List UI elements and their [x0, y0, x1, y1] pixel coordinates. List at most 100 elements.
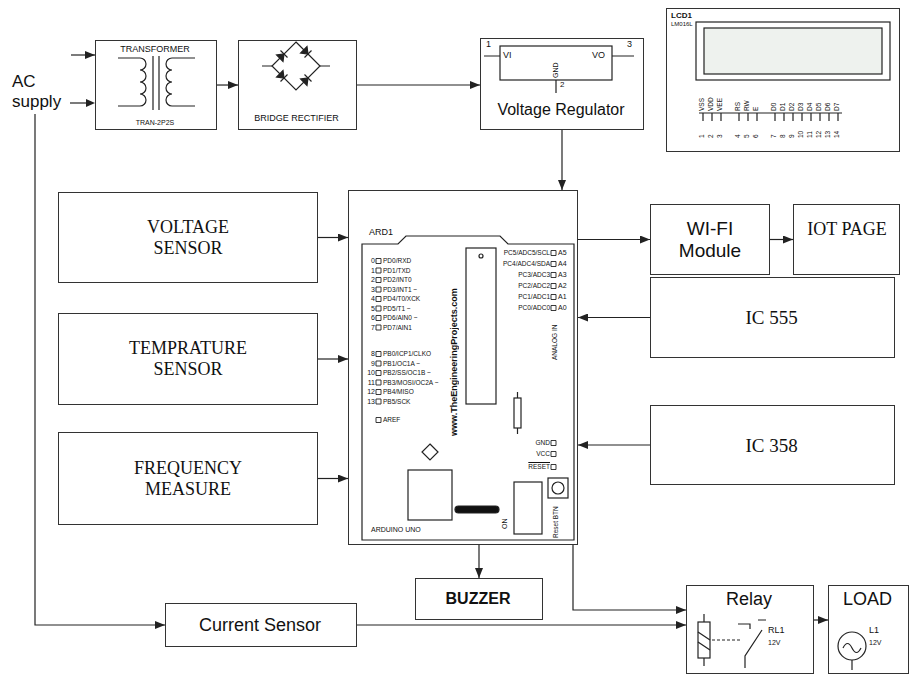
crystal-leads	[517, 392, 518, 434]
signal-arrow	[578, 239, 650, 240]
diode-symbol	[277, 71, 284, 78]
pin-label: 2	[708, 123, 715, 138]
pin-label: GND	[552, 60, 559, 78]
pin-label: 4	[735, 123, 742, 138]
pin-label: PD0/RXD	[383, 257, 411, 264]
pin-label: 7	[371, 324, 375, 332]
pin-label: 7	[771, 123, 778, 138]
box-title: ARD1	[369, 227, 409, 237]
pin-label: VI	[503, 51, 512, 61]
microcontroller-chip	[466, 248, 496, 404]
rectifier-box: BRIDGE RECTIFIER	[238, 40, 357, 130]
pin-label: A4	[558, 260, 567, 268]
pin-label: 1	[699, 123, 706, 138]
pin-label: RW	[744, 84, 751, 111]
pin-label: 2	[371, 276, 375, 284]
diode-symbol	[301, 47, 308, 54]
transformer-box: TRANSFORMERTRAN-2P2S	[95, 40, 217, 130]
transformer-core	[153, 56, 159, 110]
pin-label: 5	[371, 305, 375, 313]
pin-label: PC4/ADC4/SDA	[503, 260, 550, 267]
usb-port	[408, 470, 452, 520]
relay-coil	[698, 622, 710, 658]
pin-label: 10	[798, 123, 805, 138]
pin-label: VCC	[536, 450, 550, 457]
pin-label: ON	[501, 515, 508, 529]
pin-label: PB2/SS/OC1B ~	[383, 369, 431, 376]
signal-arrow	[770, 239, 793, 240]
regulator-symbol	[500, 46, 612, 80]
reset-button-cap	[552, 482, 564, 494]
bridge-diamond	[272, 42, 320, 90]
sensor-box: FREQUENCY MEASURE	[58, 432, 318, 525]
pin-label: 4	[371, 295, 375, 303]
signal-arrow	[578, 444, 650, 445]
box-title: Voltage Regulator	[481, 101, 641, 119]
box-title: BRIDGE RECTIFIER	[239, 113, 354, 123]
pin-label: 13	[825, 123, 832, 138]
pin-label: PC2/ADC2	[518, 282, 550, 289]
box-title: VOLTAGE SENSOR	[117, 217, 259, 258]
signal-arrow	[573, 545, 686, 610]
signal-arrow	[217, 84, 238, 85]
pin-label: D3	[798, 84, 805, 111]
pin-label: PD5/T1 ~	[383, 305, 411, 312]
pin-label: A1	[558, 293, 567, 301]
pin-label: D0	[771, 84, 778, 111]
box-title: IC 358	[651, 435, 892, 457]
pin-label: 12V	[869, 639, 881, 647]
signal-arrow	[318, 478, 348, 479]
power-led	[455, 506, 499, 513]
digital-header-pins	[376, 259, 381, 423]
box-subtitle: TRAN-2P2S	[96, 119, 214, 127]
transformer-secondary-coil	[166, 58, 195, 106]
signal-arrow	[357, 624, 686, 625]
sensor-box: Current Sensor	[165, 603, 357, 647]
pin-label: 9	[371, 360, 375, 368]
pin-label: A5	[558, 249, 567, 257]
box-title: IOT PAGE	[807, 219, 887, 240]
relay-switch	[738, 620, 766, 668]
signal-arrow	[318, 237, 348, 238]
load-box: LOAD	[828, 585, 909, 674]
diode-symbol	[277, 54, 284, 61]
illustration-group	[70, 22, 890, 670]
box-title: Relay	[687, 589, 811, 610]
pin-label: 8	[780, 123, 787, 138]
analog-header-pins	[551, 251, 556, 470]
pin-label: E	[753, 84, 760, 111]
pin-label: 3	[627, 40, 632, 50]
pin-label: L1	[869, 626, 879, 636]
box-subtitle: LM016L	[671, 21, 711, 28]
pin-label: 3	[371, 286, 375, 294]
lamp-filament	[843, 644, 861, 671]
lcd-box: LCD1LM016L	[666, 8, 900, 152]
pin-label: PB0/ICP1/CLKO	[383, 350, 431, 357]
crystal-symbol	[514, 398, 521, 428]
pin-label: 5	[744, 123, 751, 138]
relay-coil-windings	[698, 614, 710, 666]
box-title: LOAD	[829, 589, 906, 610]
box-title: Current Sensor	[166, 615, 354, 636]
pin-label: VEE	[717, 84, 724, 111]
pin-label: PB1/OC1A ~	[383, 360, 420, 367]
pin-label: 13	[367, 398, 375, 406]
pin-label: RESET	[528, 463, 550, 470]
pin-label: D7	[834, 84, 841, 111]
sensor-box: TEMPRATURE SENSOR	[58, 313, 318, 405]
pin-label: D6	[825, 84, 832, 111]
pin-label: 10	[367, 369, 375, 377]
pin-label: AREF	[383, 416, 400, 423]
pin-label: D1	[780, 84, 787, 111]
box-title: FREQUENCY MEASURE	[117, 458, 259, 499]
ac-feed-arrowhead	[86, 99, 95, 107]
power-jack	[514, 482, 542, 534]
box-title: TEMPRATURE SENSOR	[117, 338, 259, 379]
pin-label: 9	[789, 123, 796, 138]
pin-label: 6	[371, 314, 375, 322]
pin-label: VDD	[708, 84, 715, 111]
pin-label: D2	[789, 84, 796, 111]
arduino-board	[362, 236, 574, 540]
ac-feed-line	[70, 102, 87, 103]
